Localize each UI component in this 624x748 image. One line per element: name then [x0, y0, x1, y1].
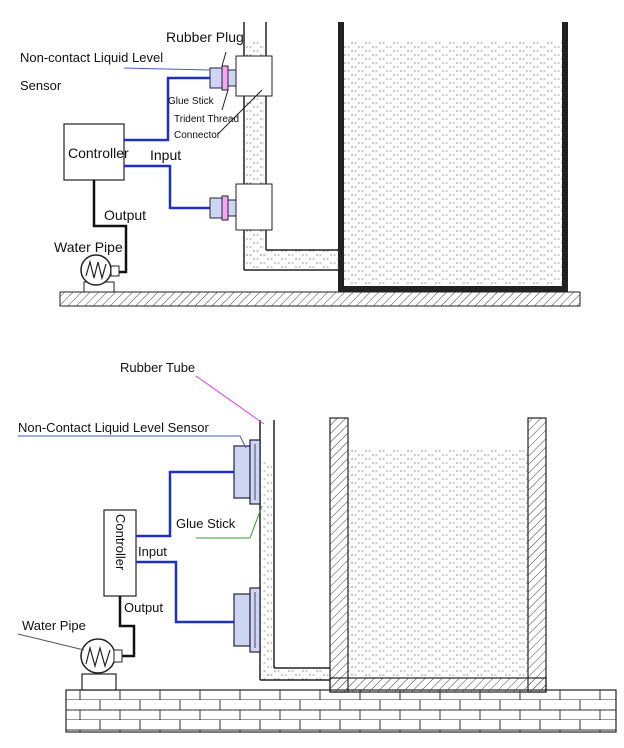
bottom-brick-floor	[65, 689, 617, 733]
bottom-sensor-callout	[18, 435, 247, 449]
label-sensor-line2: Sensor	[20, 78, 62, 93]
bottom-sensor-upper	[233, 439, 261, 505]
label-controller-bottom: Controller	[113, 514, 128, 571]
top-sensor-lower	[209, 195, 237, 221]
label-glue-stick-top: Glue Stick	[168, 96, 215, 107]
bottom-level-tube	[259, 420, 330, 681]
bottom-tank	[329, 417, 547, 693]
bottom-pump	[80, 638, 123, 691]
top-connector-callout	[217, 89, 263, 135]
bottom-tank-water	[348, 448, 528, 678]
top-sensor-upper	[209, 65, 237, 91]
label-glue-stick-bottom: Glue Stick	[176, 516, 236, 531]
label-water-pipe-top: Water Pipe	[54, 239, 123, 255]
bottom-sensor-lower	[233, 587, 261, 653]
bottom-glue-callout	[196, 505, 263, 539]
top-ground	[59, 291, 581, 307]
label-input-top: Input	[150, 147, 181, 163]
bottom-wire-upper	[136, 470, 234, 538]
bottom-diagram: Rubber Tube Non-Contact Liquid Level Sen…	[17, 360, 617, 733]
top-connector-lower	[235, 183, 273, 231]
bottom-controller-box	[103, 509, 137, 597]
label-output-bottom: Output	[124, 600, 163, 615]
top-sensor-callout	[123, 67, 211, 71]
label-sensor-bottom: Non-Contact Liquid Level Sensor	[18, 420, 209, 435]
label-connector: Connector	[174, 130, 221, 141]
top-output-wire	[92, 180, 128, 274]
label-water-pipe-bottom: Water Pipe	[22, 618, 86, 633]
top-diagram: Rubber Plug Non-contact Liquid Level Sen…	[20, 22, 581, 307]
label-sensor-line1: Non-contact Liquid Level	[20, 50, 163, 65]
top-plug-callout	[221, 51, 227, 67]
top-connector-upper	[235, 55, 273, 97]
top-tank-water	[342, 40, 564, 286]
bottom-pump-callout	[17, 633, 85, 651]
label-output-top: Output	[104, 207, 146, 223]
top-pump	[80, 254, 120, 293]
label-rubber-tube: Rubber Tube	[120, 360, 195, 375]
top-wire-lower	[124, 164, 210, 210]
label-rubber-plug: Rubber Plug	[166, 29, 244, 45]
top-glue-callout	[221, 89, 229, 111]
bottom-output-wire	[114, 596, 136, 658]
top-controller-box	[63, 123, 125, 181]
bottom-rubber-tube-callout	[195, 375, 265, 425]
label-controller-top: Controller	[68, 145, 129, 161]
top-tank	[338, 22, 568, 292]
label-trident-thread: Trident Thread	[174, 114, 239, 125]
bottom-wire-lower	[136, 560, 234, 624]
top-wire-upper	[124, 76, 210, 142]
label-input-bottom: Input	[138, 544, 167, 559]
